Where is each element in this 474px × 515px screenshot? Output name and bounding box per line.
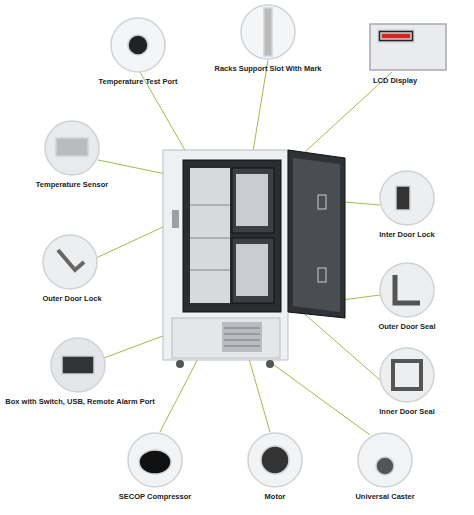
detail-photos [43,5,446,487]
part-label: Inter Door Lock [379,230,434,239]
part-label: Racks Support Slot With Mark [214,64,321,73]
part-label: Temperature Sensor [36,180,108,189]
freezer-body [163,150,345,368]
part-label: SECOP Compressor [119,492,191,501]
part-label: Inner Door Seal [379,407,434,416]
part-label: Box with Switch, USB, Remote Alarm Port [5,397,154,406]
leader-lines [96,60,392,435]
part-label: Outer Door Lock [42,294,101,303]
part-label: Temperature Test Port [99,77,178,86]
part-label: Universal Caster [355,492,414,501]
part-label: LCD Display [373,76,417,85]
part-label: Motor [265,492,286,501]
part-label: Outer Door Seal [378,322,435,331]
